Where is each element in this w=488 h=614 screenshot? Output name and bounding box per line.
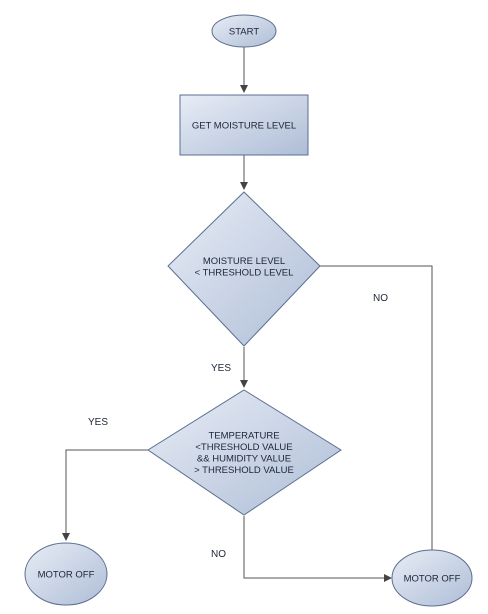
temp-humidity-check-label-line: TEMPERATURE — [208, 430, 279, 441]
temp-humidity-check-label-line: <THRESHOLD VALUE — [195, 442, 292, 453]
temp-humidity-check-label-line: && HUMIDITY VALUE — [197, 453, 291, 464]
get-moisture-label: GET MOISTURE LEVEL — [192, 121, 296, 132]
connectors — [62, 47, 436, 582]
motor-off-left-label: MOTOR OFF — [38, 570, 95, 581]
motor-off-right-label: MOTOR OFF — [404, 574, 461, 585]
temp-humidity-check-node: TEMPERATURE<THRESHOLD VALUE&& HUMIDITY V… — [147, 389, 342, 516]
edge-label-moisture-yes: YES — [211, 363, 231, 374]
get-moisture-label-line: GET MOISTURE LEVEL — [192, 121, 296, 132]
start-label: START — [229, 27, 259, 38]
moisture-check-node: MOISTURE LEVEL< THRESHOLD LEVEL — [167, 191, 321, 347]
motor-off-left-label-line: MOTOR OFF — [38, 570, 95, 581]
temp-humidity-check-label-line: > THRESHOLD VALUE — [194, 465, 294, 476]
edge-moisture-check-no — [320, 265, 436, 562]
start-ellipse — [211, 14, 277, 48]
edge-label-moisture-no: NO — [373, 293, 388, 304]
temp-humidity-check-diamond — [147, 389, 342, 516]
get-moisture-rect — [179, 94, 309, 156]
temp-humidity-check-label: TEMPERATURE<THRESHOLD VALUE&& HUMIDITY V… — [194, 430, 294, 476]
edge-temp-check-no — [243, 516, 392, 582]
motor-off-left-node: MOTOR OFF — [24, 542, 108, 606]
edge-label-temp-yes: YES — [88, 417, 108, 428]
motor-off-right-label-line: MOTOR OFF — [404, 574, 461, 585]
moisture-check-label-line: MOISTURE LEVEL — [203, 256, 285, 267]
start-node: START — [211, 14, 277, 48]
start-label-line: START — [229, 27, 259, 38]
motor-off-right-node: MOTOR OFF — [391, 549, 473, 607]
edge-temp-check-yes — [62, 449, 149, 541]
moisture-check-label: MOISTURE LEVEL< THRESHOLD LEVEL — [195, 256, 294, 279]
moisture-check-label-line: < THRESHOLD LEVEL — [195, 267, 294, 278]
motor-off-right-ellipse — [391, 549, 473, 607]
moisture-check-diamond — [167, 191, 321, 347]
get-moisture-node: GET MOISTURE LEVEL — [179, 94, 309, 156]
edge-label-temp-no: NO — [211, 549, 226, 560]
motor-off-left-ellipse — [24, 542, 108, 606]
